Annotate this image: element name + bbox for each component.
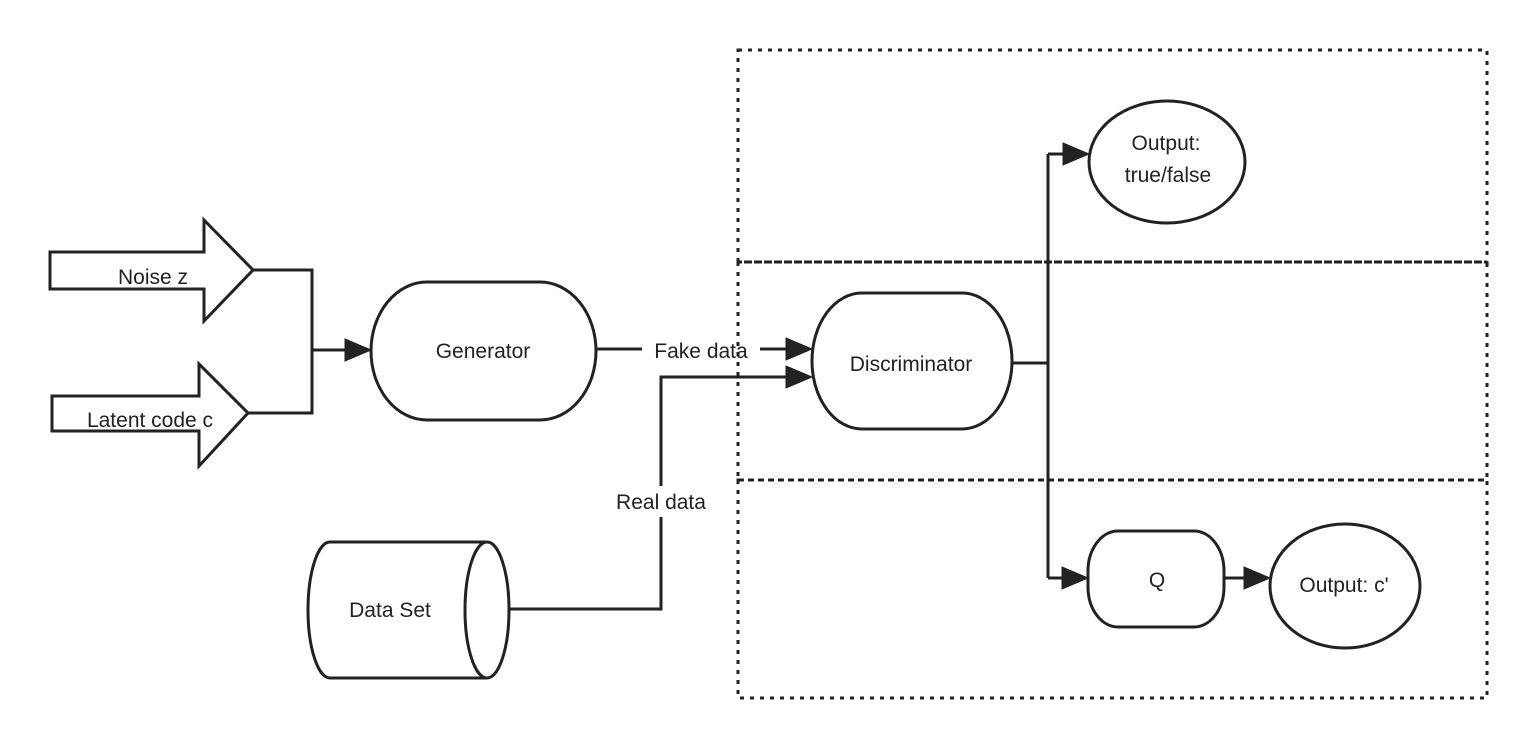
- arrowhead-real: [785, 365, 814, 389]
- output-c-shape: [1268, 522, 1422, 650]
- output-tf-label-line1: Output:: [1132, 132, 1201, 155]
- output-c-label: Output: c': [1299, 574, 1388, 597]
- dotted-regions: [736, 48, 1489, 700]
- region-middle: [736, 260, 1489, 482]
- label-real-data: Real data: [616, 491, 706, 514]
- q-node: Q: [1086, 529, 1226, 629]
- discriminator-node: Discriminator: [810, 291, 1014, 431]
- connector-real-bottom: [510, 517, 663, 611]
- discriminator-label: Discriminator: [850, 353, 973, 376]
- label-fake-data: Fake data: [654, 340, 748, 363]
- output-tf-label-line2: true/false: [1125, 164, 1211, 187]
- connector-noise: [253, 268, 345, 352]
- connectors: [248, 142, 1272, 611]
- arrowhead-output-c: [1243, 566, 1272, 590]
- connector-latent: [248, 350, 314, 415]
- output-c-node: Output: c': [1268, 522, 1422, 650]
- dataset-node: Data Set: [306, 540, 511, 680]
- arrowhead-fake: [785, 337, 814, 361]
- connector-real-top: [659, 375, 786, 486]
- block-arrow-noise: [48, 216, 256, 325]
- block-arrow-latent: [50, 360, 251, 470]
- generator-label: Generator: [436, 340, 531, 363]
- generator-shape: [369, 280, 598, 422]
- input-noise: Noise z: [48, 216, 256, 325]
- arrowhead-output-tf: [1062, 142, 1091, 166]
- q-shape: [1086, 529, 1226, 629]
- discriminator-shape: [810, 291, 1014, 431]
- label-latent: Latent code c: [87, 409, 213, 432]
- input-latent: Latent code c: [50, 360, 251, 470]
- arrowhead-q: [1061, 566, 1090, 590]
- arrowhead-generator: [344, 338, 373, 362]
- dataset-label: Data Set: [349, 599, 431, 622]
- output-tf-shape: [1087, 99, 1247, 225]
- region-bottom: [736, 478, 1489, 700]
- dataset-end: [463, 540, 488, 680]
- output-tf-node: Output: true/false: [1087, 99, 1247, 225]
- generator-node: Generator: [369, 280, 598, 422]
- label-noise: Noise z: [118, 266, 188, 289]
- q-label: Q: [1149, 569, 1165, 592]
